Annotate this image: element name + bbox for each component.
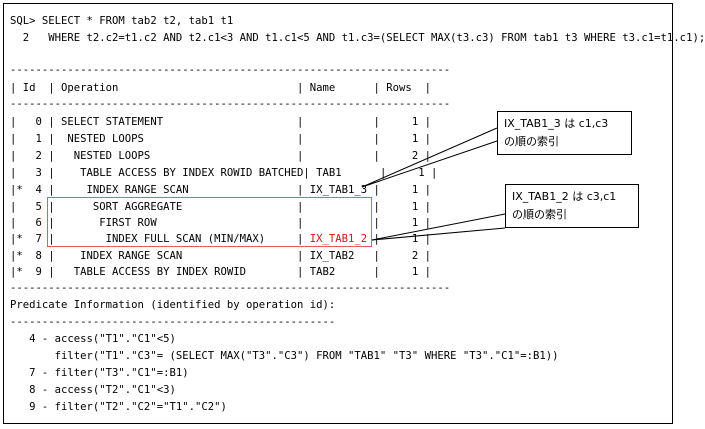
plan-row-ops: |* 7 | INDEX FULL SCAN (MIN/MAX) |: [10, 233, 310, 245]
plan-row-ops: |* 8 | INDEX RANGE SCAN |: [10, 250, 310, 262]
plan-row: |* 4 | INDEX RANGE SCAN | IX_TAB1_3 | 1 …: [10, 183, 431, 197]
plan-row-rows: | 1 |: [373, 217, 431, 229]
plan-row-ops: | 5 | SORT AGGREGATE |: [10, 201, 374, 213]
plan-row-rows: | 1 |: [373, 133, 431, 145]
plan-row: |* 9 | TABLE ACCESS BY INDEX ROWID | TAB…: [10, 265, 431, 279]
plan-row: | 2 | NESTED LOOPS | | 2 |: [10, 149, 431, 163]
plan-separator-bottom: ----------------------------------------…: [10, 282, 451, 294]
predicate-separator: ----------------------------------------…: [10, 316, 336, 328]
plan-row-name: TAB1: [316, 167, 342, 179]
plan-row-ops: | 6 | FIRST ROW |: [10, 217, 374, 229]
plan-row-rows: | 1 |: [341, 167, 438, 179]
plan-header: | Id | Operation | Name | Rows |: [10, 82, 431, 94]
callout-ix-tab1-3: IX_TAB1_3 は c1,c3 の順の索引: [497, 111, 632, 155]
predicate-title: Predicate Information (identified by ope…: [10, 299, 336, 311]
plan-row-rows: | 1 |: [367, 184, 431, 196]
plan-row: | 1 | NESTED LOOPS | | 1 |: [10, 132, 431, 146]
predicate-line: filter("T1"."C3"= (SELECT MAX("T3"."C3")…: [10, 350, 559, 362]
callout-ix-tab1-2: IX_TAB1_2 は c3,c1 の順の索引: [505, 184, 639, 228]
plan-row-ops: | 2 | NESTED LOOPS |: [10, 150, 374, 162]
plan-row: | 5 | SORT AGGREGATE | | 1 |: [10, 200, 431, 214]
callout-line: IX_TAB1_3 は c1,c3: [504, 117, 609, 130]
plan-row-rows: | 2 |: [354, 250, 431, 262]
plan-row-rows: | 1 |: [335, 266, 431, 278]
callout-line: の順の索引: [504, 135, 559, 148]
sql-line-1: SQL> SELECT * FROM tab2 t2, tab1 t1: [10, 15, 234, 27]
plan-row-name: IX_TAB1_3: [309, 184, 368, 196]
plan-row-rows: | 1 |: [367, 233, 431, 245]
plan-row-ops: | 0 | SELECT STATEMENT |: [10, 116, 374, 128]
plan-row-rows: | 2 |: [373, 150, 431, 162]
plan-row: |* 8 | INDEX RANGE SCAN | IX_TAB2 | 2 |: [10, 249, 431, 263]
plan-row-ops: |* 4 | INDEX RANGE SCAN |: [10, 184, 310, 196]
plan-row-ops: | 3 | TABLE ACCESS BY INDEX ROWID BATCHE…: [10, 167, 317, 179]
subquery-highlight-box: [47, 197, 372, 247]
callout-line: IX_TAB1_2 は c3,c1: [512, 190, 617, 203]
plan-row-ops: | 1 | NESTED LOOPS |: [10, 133, 374, 145]
plan-row-name: TAB2: [309, 266, 336, 278]
plan-row: |* 7 | INDEX FULL SCAN (MIN/MAX) | IX_TA…: [10, 232, 431, 246]
plan-row-ops: |* 9 | TABLE ACCESS BY INDEX ROWID |: [10, 266, 310, 278]
plan-separator-top: ----------------------------------------…: [10, 64, 451, 76]
plan-row-rows: | 1 |: [373, 116, 431, 128]
callout-line: の順の索引: [512, 208, 567, 221]
predicate-line: 4 - access("T1"."C1"<5): [10, 333, 176, 345]
plan-row-rows: | 1 |: [373, 201, 431, 213]
predicate-line: 9 - filter("T2"."C2"="T1"."C2"): [10, 401, 227, 413]
sql-line-2: 2 WHERE t2.c2=t1.c2 AND t2.c1<3 AND t1.c…: [10, 32, 705, 44]
predicate-line: 7 - filter("T3"."C1"=:B1): [10, 367, 189, 379]
plan-row-name-highlighted: IX_TAB1_2: [309, 233, 368, 245]
plan-row: | 3 | TABLE ACCESS BY INDEX ROWID BATCHE…: [10, 166, 437, 180]
plan-row-name: IX_TAB2: [309, 250, 355, 262]
plan-row: | 0 | SELECT STATEMENT | | 1 |: [10, 115, 431, 129]
plan-separator-mid: ----------------------------------------…: [10, 98, 451, 110]
predicate-line: 8 - access("T2"."C1"<3): [10, 384, 176, 396]
